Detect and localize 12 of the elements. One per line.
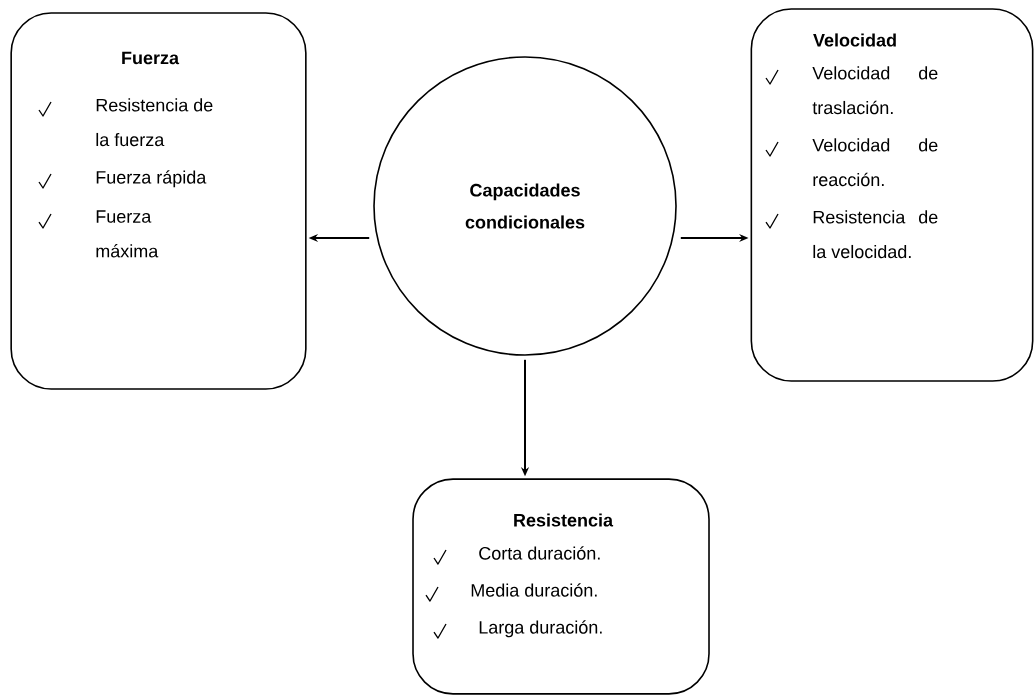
heading: Fuerza	[122, 51, 180, 65]
heading: Velocidad	[813, 33, 896, 47]
list-item: Fuerza máxima	[96, 210, 159, 258]
list-item: Corta duración.	[479, 546, 600, 560]
list-item: Resistencia de la fuerza	[96, 98, 213, 147]
list-item: Velocidad de reacción.	[812, 138, 938, 187]
heading: Resistencia	[514, 513, 614, 527]
list-item: Media duración.	[471, 583, 597, 597]
list-item: Fuerza rápida	[96, 170, 207, 188]
list-item: Velocidad de traslación.	[812, 66, 938, 115]
list-item: Larga duración.	[479, 620, 602, 638]
list-item: Resistencia de la velocidad.	[813, 210, 938, 259]
